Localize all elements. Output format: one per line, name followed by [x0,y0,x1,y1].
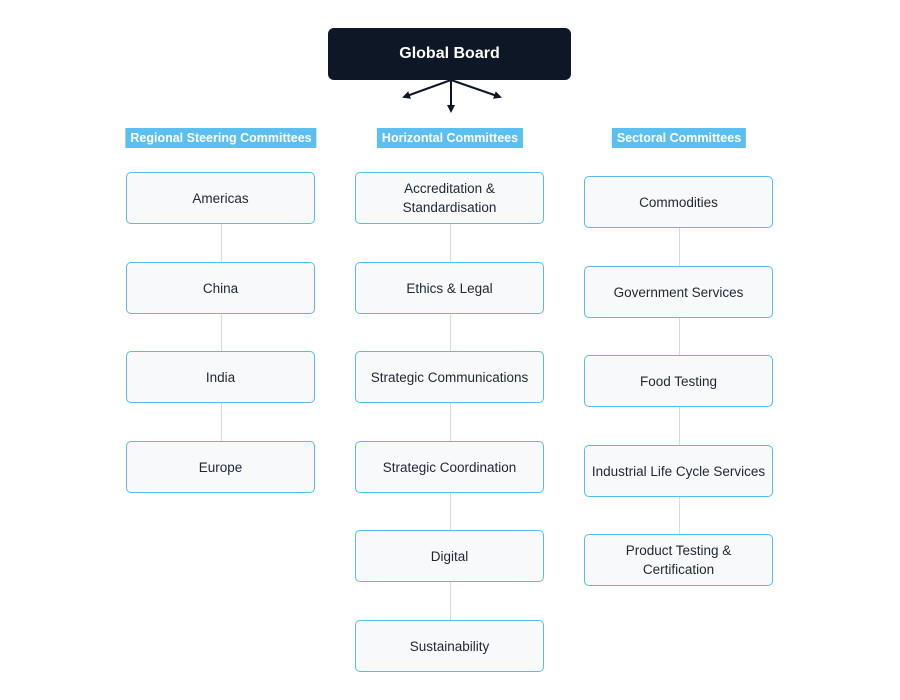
committee-ethics-and-legal: Ethics & Legal [355,262,544,314]
committee-industrial-life-cycle-services: Industrial Life Cycle Services [584,445,773,497]
committee-label: Americas [192,190,249,206]
column-header: Sectoral Committees [611,128,747,148]
committee-label: Strategic Communications [370,369,529,385]
committee-product-testing-and-certification: Product Testing & Certification [584,534,773,586]
committee-digital: Digital [355,530,544,582]
committee-label: Strategic Coordination [382,459,517,475]
connector-line [221,403,222,441]
committee-strategic-coordination: Strategic Coordination [355,441,544,493]
committee-government-services: Government Services [584,266,773,318]
connector-line [450,403,451,441]
committee-label: Commodities [639,194,718,210]
connector-line [221,314,222,351]
committee-label: Europe [198,459,243,475]
connector-line [679,407,680,445]
connector-line [450,493,451,530]
connector-line [679,497,680,534]
committee-label: Accreditation & Standardisation [402,181,497,215]
committee-label: Sustainability [409,638,490,654]
committee-label: Government Services [613,284,744,300]
column-header: Regional Steering Committees [125,128,317,148]
committee-europe: Europe [126,441,315,493]
committee-commodities: Commodities [584,176,773,228]
committee-americas: Americas [126,172,315,224]
committee-label: India [205,369,236,385]
committee-india: India [126,351,315,403]
committee-label: Industrial Life Cycle Services [591,463,766,479]
committee-china: China [126,262,315,314]
committee-sustainability: Sustainability [355,620,544,672]
global-board-box: Global Board [328,28,571,80]
connector-line [450,314,451,351]
connector-line [450,582,451,620]
global-board-label: Global Board [399,45,500,62]
committee-label: Food Testing [639,373,718,389]
committee-label: Product Testing & Certification [625,543,732,577]
connector-line [679,228,680,266]
committee-label: China [202,280,239,296]
committee-food-testing: Food Testing [584,355,773,407]
connector-line [221,224,222,262]
committee-strategic-communications: Strategic Communications [355,351,544,403]
committee-label: Digital [430,548,469,564]
column-horizontal: Horizontal Committees Accreditation & St… [350,0,550,700]
connector-line [679,318,680,355]
committee-accreditation-and-standardisation: Accreditation & Standardisation [355,172,544,224]
connector-line [450,224,451,262]
column-header: Horizontal Committees [376,128,524,148]
committee-label: Ethics & Legal [406,280,493,296]
